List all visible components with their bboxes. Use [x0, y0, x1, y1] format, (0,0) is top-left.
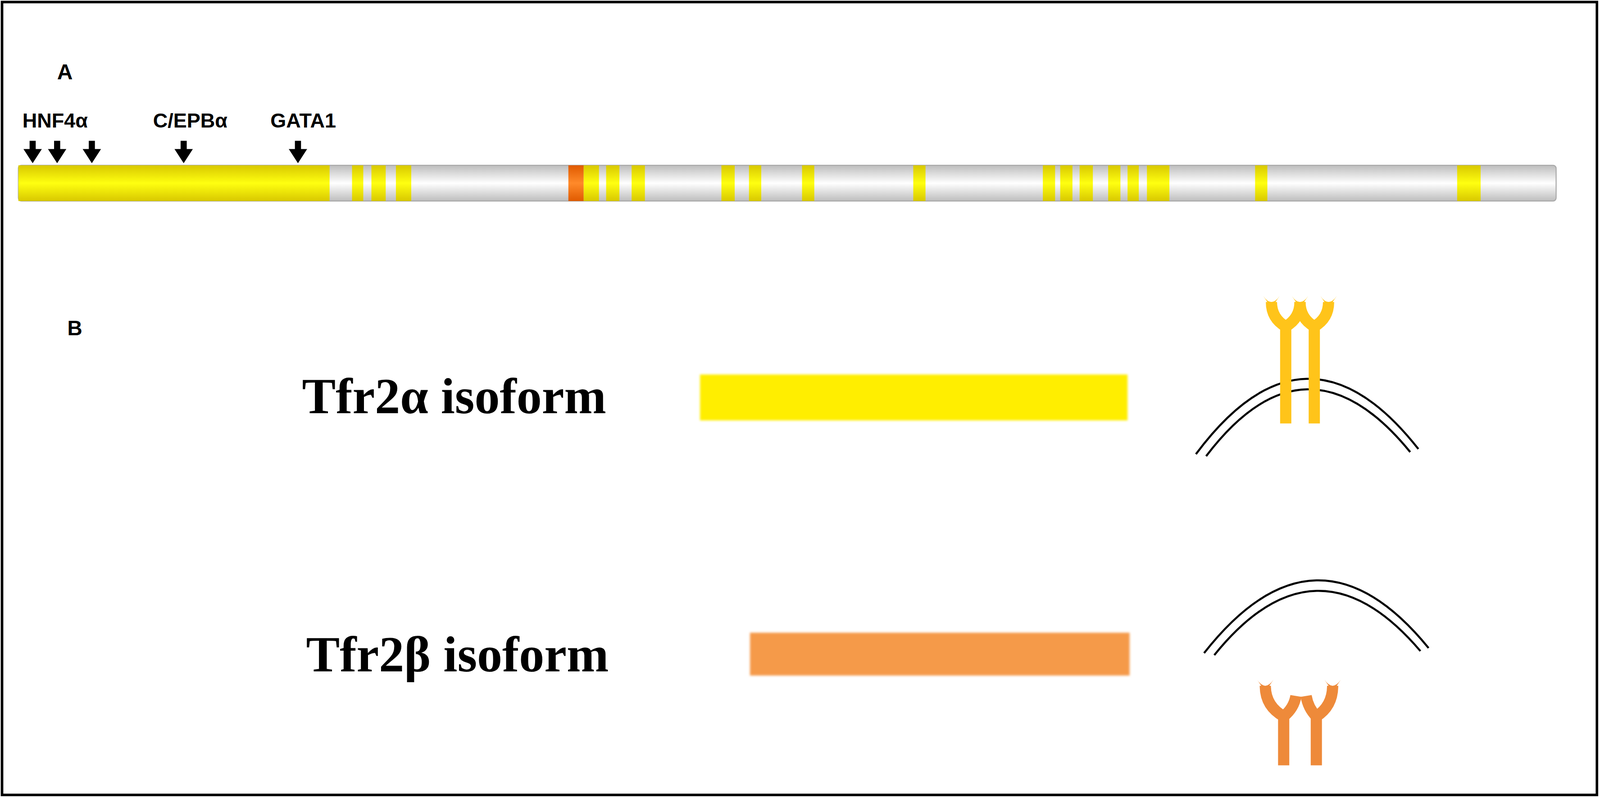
exon	[913, 165, 926, 201]
membrane-line	[1206, 389, 1411, 456]
receptor-shape	[1265, 685, 1333, 766]
exon	[802, 165, 815, 201]
exon	[395, 165, 412, 201]
receptor-cup	[1320, 295, 1337, 305]
exon	[583, 165, 600, 201]
exon	[721, 165, 735, 201]
gene-backbone	[18, 165, 1557, 201]
exon	[1254, 165, 1268, 201]
exon	[1060, 165, 1073, 201]
exon	[1079, 165, 1093, 201]
exon	[749, 165, 762, 201]
binding-arrows	[23, 140, 308, 164]
panel-letter: B	[67, 317, 83, 339]
receptor-cup	[1263, 295, 1280, 305]
exon	[631, 165, 645, 201]
receptor-cup	[1257, 679, 1274, 688]
receptor-arms	[1306, 685, 1333, 717]
exon	[1042, 165, 1055, 201]
down-arrow	[288, 140, 308, 164]
exon	[1108, 165, 1121, 201]
isoform-name: Tfr2β isoform	[306, 628, 610, 680]
alpha-isoform-bar	[700, 374, 1128, 421]
membrane-line	[1214, 590, 1421, 655]
alpha-receptor	[1195, 295, 1419, 457]
receptor-arms	[1265, 685, 1296, 717]
receptor-cup	[1324, 679, 1341, 688]
down-arrow	[47, 140, 67, 164]
exon	[18, 165, 330, 201]
receptor-shape	[1271, 301, 1329, 424]
receptor-stem	[1280, 324, 1292, 424]
exon	[1146, 165, 1170, 201]
exon	[606, 165, 620, 201]
exon	[371, 165, 387, 201]
receptor-cups	[1257, 679, 1341, 688]
down-arrow	[174, 140, 193, 164]
binding-site-label: C/EPBα	[153, 110, 228, 131]
exon	[1127, 165, 1139, 201]
down-arrow	[23, 140, 42, 164]
exon	[1457, 165, 1481, 201]
receptor-stem	[1308, 324, 1320, 424]
binding-site-label: HNF4α	[22, 110, 88, 131]
isoform-name: Tfr2α isoform	[302, 370, 607, 422]
binding-site-label: GATA1	[270, 110, 337, 131]
gene-map	[18, 165, 1557, 201]
beta-isoform-bar	[750, 632, 1130, 676]
receptor-cup	[1291, 295, 1309, 305]
receptor-cups	[1263, 295, 1337, 305]
panel-letter: A	[57, 61, 73, 83]
beta-receptor	[1204, 580, 1429, 766]
receptor-arms	[1300, 301, 1329, 327]
down-arrow	[82, 140, 101, 164]
exon-beta-start	[568, 165, 584, 201]
exon	[352, 165, 364, 201]
